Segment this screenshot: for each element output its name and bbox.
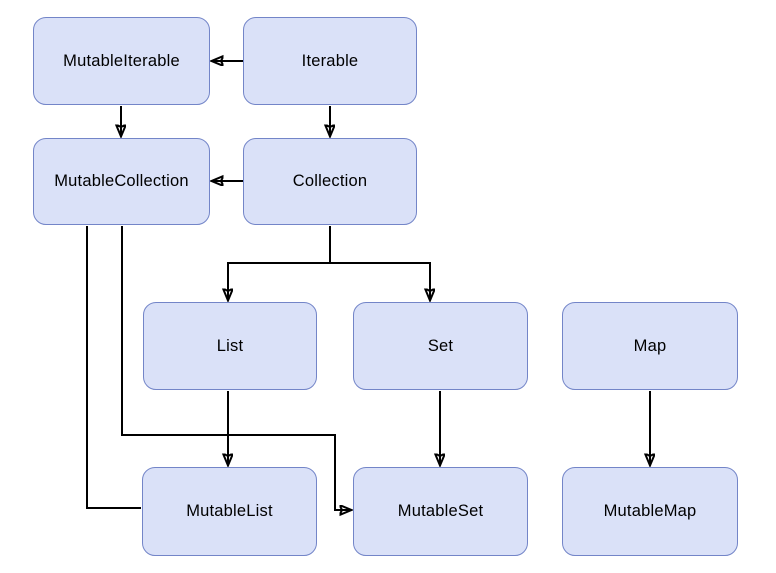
node-mutablelist: MutableList: [142, 467, 317, 556]
node-collection: Collection: [243, 138, 417, 225]
edge-collection-to-list: [228, 226, 331, 300]
node-mutablelist-label: MutableList: [186, 502, 273, 520]
node-mutableset: MutableSet: [353, 467, 528, 556]
node-iterable-label: Iterable: [301, 51, 359, 70]
node-mutablemap: MutableMap: [562, 467, 738, 556]
node-list-label: List: [216, 336, 244, 355]
node-map: Map: [562, 302, 738, 390]
node-mutablemap-label: MutableMap: [603, 502, 697, 520]
node-list: List: [143, 302, 317, 390]
edge-mutablecollection-to-mutableset: [121, 226, 351, 510]
node-set: Set: [353, 302, 528, 390]
node-mutablecollection-label: MutableCollection: [54, 172, 189, 190]
node-mutablecollection: MutableCollection: [33, 138, 210, 225]
node-collection-label: Collection: [292, 172, 368, 190]
edge-mutablecollection-to-mutablelist: [86, 226, 141, 509]
node-iterable: Iterable: [243, 17, 417, 105]
node-mutableset-label: MutableSet: [397, 502, 484, 520]
node-mutableiterable-label: MutableIterable: [63, 51, 180, 70]
node-set-label: Set: [427, 336, 454, 355]
edge-collection-to-set: [329, 226, 430, 300]
node-map-label: Map: [633, 336, 667, 355]
node-mutableiterable: MutableIterable: [33, 17, 210, 105]
